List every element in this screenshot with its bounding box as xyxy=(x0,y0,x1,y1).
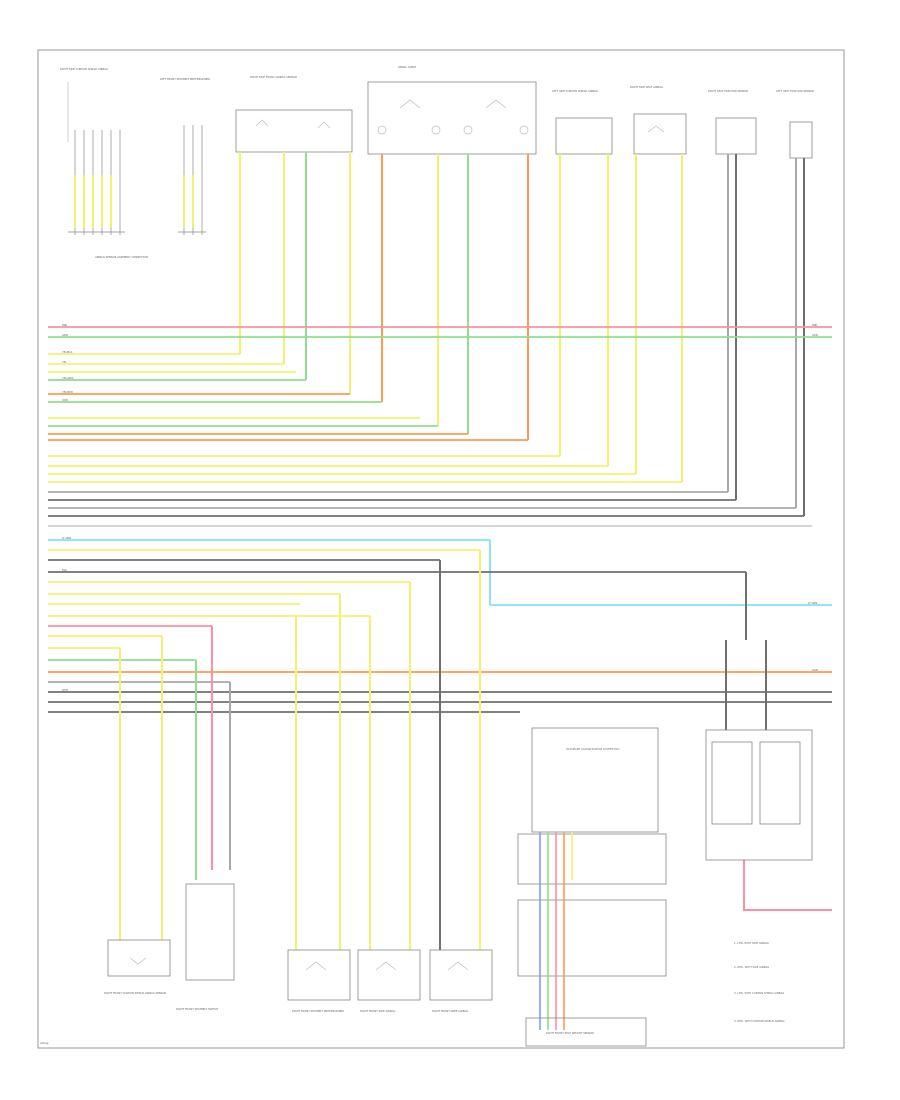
legend-item: 2. RHD, WITH SIDE AIRBAG xyxy=(734,965,769,969)
ecu-block: OCCUPANT CLASSIFICATION SYSTEM ECU RIGHT… xyxy=(517,727,667,1047)
component-label: LEFT SIDE CURTAIN SHIELD AIRBAG xyxy=(552,89,598,93)
legend: 1. LHD, WITH SIDE AIRBAG 2. RHD, WITH SI… xyxy=(734,941,785,1023)
wire-code: YEL/GRN xyxy=(62,376,73,380)
wire-code: ORN xyxy=(62,398,68,402)
legend-item: 3. LHD, WITH CURTAIN SHIELD AIRBAG xyxy=(734,991,784,995)
wire-code: WHT xyxy=(62,688,69,692)
component-label: RIGHT FRONT SEATBELT SWITCH xyxy=(176,1007,218,1011)
component-label: RIGHT FRONT SEATBELT PRETENSIONER xyxy=(292,1009,344,1013)
component-box-5: LEFT SIDE CURTAIN SHIELD AIRBAG xyxy=(552,89,613,155)
wire-code: YEL/BLK xyxy=(62,350,73,354)
lower-drops xyxy=(119,550,832,950)
component-box-bottom-3 xyxy=(287,949,351,1001)
wire-code: GRN xyxy=(62,333,68,337)
component-box-6: RIGHT SIDE SEAT AIRBAG xyxy=(630,85,687,155)
component-label: RIGHT FRONT KNEE AIRBAG xyxy=(432,1009,468,1013)
wire-code: BLK xyxy=(62,568,67,572)
right-sensor-block xyxy=(705,729,813,861)
wire-code: PNK xyxy=(62,323,68,327)
component-label: RIGHT SIDE CURTAIN SHIELD AIRBAG xyxy=(60,67,108,71)
component-box-bottom-5 xyxy=(429,949,493,1001)
component-box-3: RIGHT SIDE FRONT AIRBAG SENSOR xyxy=(235,75,353,153)
component-label: RIGHT FRONT CURTAIN SHIELD AIRBAG SENSOR xyxy=(104,991,166,995)
component-label: LEFT FRONT SEATBELT PRETENSIONER xyxy=(160,77,210,81)
wire-code: YEL xyxy=(62,360,67,364)
component-label: LEFT SEAT POSITION SENSOR xyxy=(776,89,814,93)
page-label: Airbag xyxy=(40,1041,49,1045)
bus-labels: PNK GRN YEL/BLK YEL YEL/GRN YEL/RED ORN … xyxy=(62,323,818,692)
wire-code: LT GRN xyxy=(62,536,71,540)
spiral-cable-box: SPIRAL CABLE xyxy=(367,65,537,155)
wire-code: YEL/RED xyxy=(62,390,73,394)
component-label: RIGHT SIDE FRONT AIRBAG SENSOR xyxy=(250,75,297,79)
component-label: RIGHT FRONT SIDE AIRBAG xyxy=(360,1009,395,1013)
component-label: RIGHT SEAT POSITION SENSOR xyxy=(708,89,748,93)
component-box-bottom-4 xyxy=(357,949,421,1001)
component-label: RIGHT SIDE SEAT AIRBAG xyxy=(630,85,663,89)
connector-left-pins-2: LEFT FRONT SEATBELT PRETENSIONER xyxy=(160,77,210,235)
component-label: SPIRAL CABLE xyxy=(398,65,417,69)
vertical-drops xyxy=(239,152,805,516)
legend-item: 1. LHD, WITH SIDE AIRBAG xyxy=(734,941,769,945)
component-box-bottom-1 xyxy=(107,939,171,977)
component-label: AIRBAG SENSOR ASSEMBLY CONNECTOR xyxy=(95,255,148,259)
wire-code: LT GRN xyxy=(808,601,817,605)
component-label: RIGHT FRONT SEAT WEIGHT SENSOR xyxy=(546,1031,594,1035)
wire-code: GRN xyxy=(812,333,818,337)
seat-position-sensors: RIGHT SEAT POSITION SENSOR LEFT SEAT POS… xyxy=(708,89,814,159)
diagram-frame xyxy=(37,49,845,1049)
component-label: OCCUPANT CLASSIFICATION SYSTEM ECU xyxy=(566,747,620,751)
legend-item: 4. RHD, WITH CURTAIN SHIELD AIRBAG xyxy=(734,1019,785,1023)
wire-code: ORN xyxy=(812,668,818,672)
component-box-bottom-2 xyxy=(185,883,235,981)
top-components: RIGHT SIDE CURTAIN SHIELD AIRBAG AIRBAG … xyxy=(60,65,814,259)
wire-code: PNK xyxy=(812,323,818,327)
connector-left-pins: RIGHT SIDE CURTAIN SHIELD AIRBAG AIRBAG … xyxy=(60,67,148,259)
horizontal-buses xyxy=(48,326,832,713)
bottom-components: RIGHT FRONT CURTAIN SHIELD AIRBAG SENSOR… xyxy=(104,883,493,1013)
